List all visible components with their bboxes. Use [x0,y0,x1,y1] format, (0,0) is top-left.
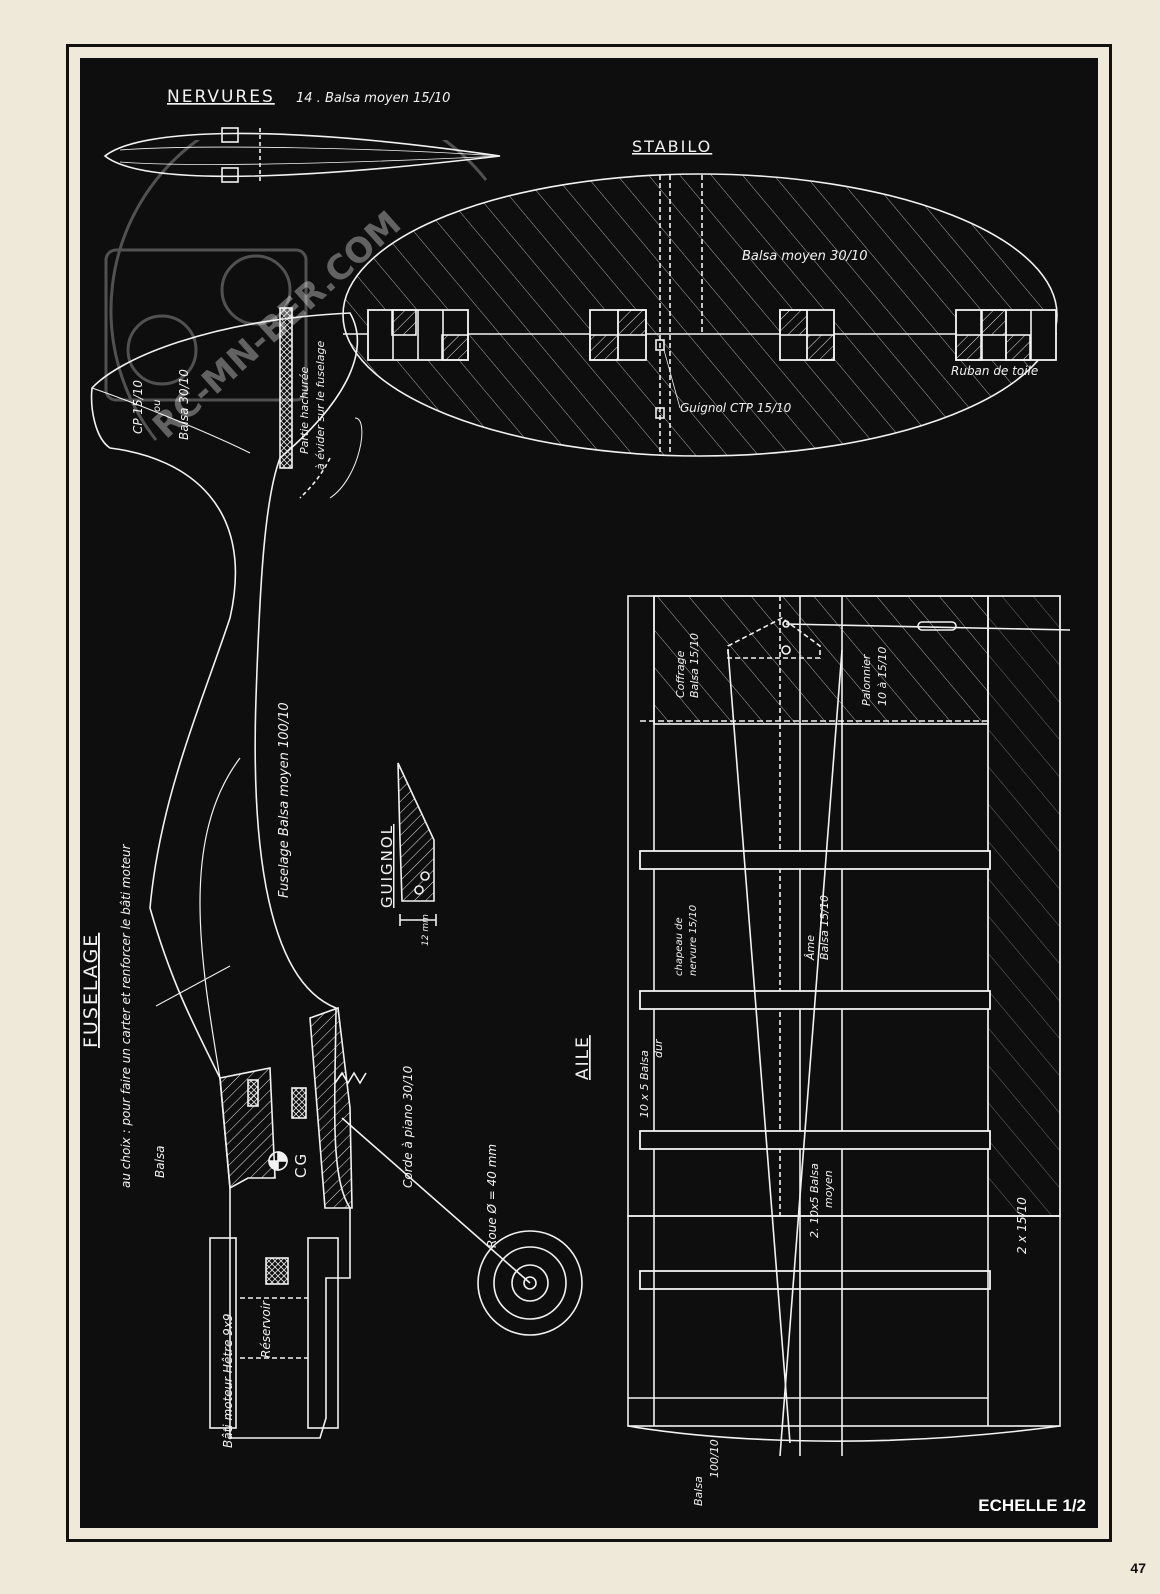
ame-label: Âme [804,935,817,961]
partie-label-1: Partie hachurée [298,366,311,454]
trailing-edge-label: 2 x 15/10 [1015,1197,1029,1254]
fuselage-note: au choix : pour faire un carter et renfo… [119,843,133,1188]
palonnier-label-2: 10 à 15/10 [876,647,889,706]
guignol-title: GUIGNOL [378,824,396,908]
landing-gear [334,1071,583,1336]
guignol-dimension: 12 mm [421,914,431,946]
fuselage-title: FUSELAGE [80,933,102,1048]
ou-label: ou [152,400,163,412]
reservoir-label: Réservoir [259,1300,273,1358]
balsa-label: Balsa [153,1145,167,1178]
piano-wire-label: Corde à piano 30/10 [401,1065,415,1188]
spar-label-2: moyen [822,1170,835,1208]
cg-label: CG [292,1152,310,1178]
nervures-spec: 14 . Balsa moyen 15/10 [296,91,450,106]
chapeau-label-2: nervure 15/10 [688,905,699,976]
scale-label: ECHELLE 1/2 [978,1496,1086,1515]
rib-profile [103,127,501,184]
partie-label-2: à évider sur le fuselage [314,340,327,470]
wing-plan [627,595,1071,1457]
spar-label: 2. 10x5 Balsa [808,1163,821,1238]
guignol-part [397,762,437,926]
aile-title: AILE [573,1035,593,1080]
balsa-100-label: Balsa [692,1476,705,1506]
wheel-label: Roue Ø = 40 mm [485,1144,499,1248]
plan-drawing: NERVURES 14 . Balsa moyen 15/10 STABILO … [80,87,1071,1506]
page-number: 47 [1130,1560,1146,1576]
fuselage-outline [90,307,363,1439]
ribbon-label: Ruban de toile [951,364,1038,378]
nervures-title: NERVURES [167,87,275,107]
guignol-ctp-label: Guignol CTP 15/10 [680,401,792,415]
balsa-30-label: Balsa 30/10 [177,369,191,440]
fuselage-material: Fuselage Balsa moyen 100/10 [277,702,292,898]
balsa-100-label-2: 100/10 [708,1439,721,1478]
engine-bearer-label: Bâti moteur Hêtre 9x9 [221,1313,235,1448]
leading-edge-label: 10 x 5 Balsa [638,1050,651,1118]
stabilizer [342,173,1058,457]
coffrage-label: Coffrage [674,650,687,698]
ame-label-2: Balsa 15/10 [818,895,831,960]
chapeau-label: chapeau de [674,917,685,976]
cp-label: CP 15/10 [131,380,145,434]
leading-edge-label-2: dur [652,1038,665,1058]
stabilo-title: STABILO [632,137,712,156]
coffrage-label-2: Balsa 15/10 [688,633,701,698]
palonnier-label: Palonnier [860,653,873,706]
stabilo-material: Balsa moyen 30/10 [742,249,868,264]
